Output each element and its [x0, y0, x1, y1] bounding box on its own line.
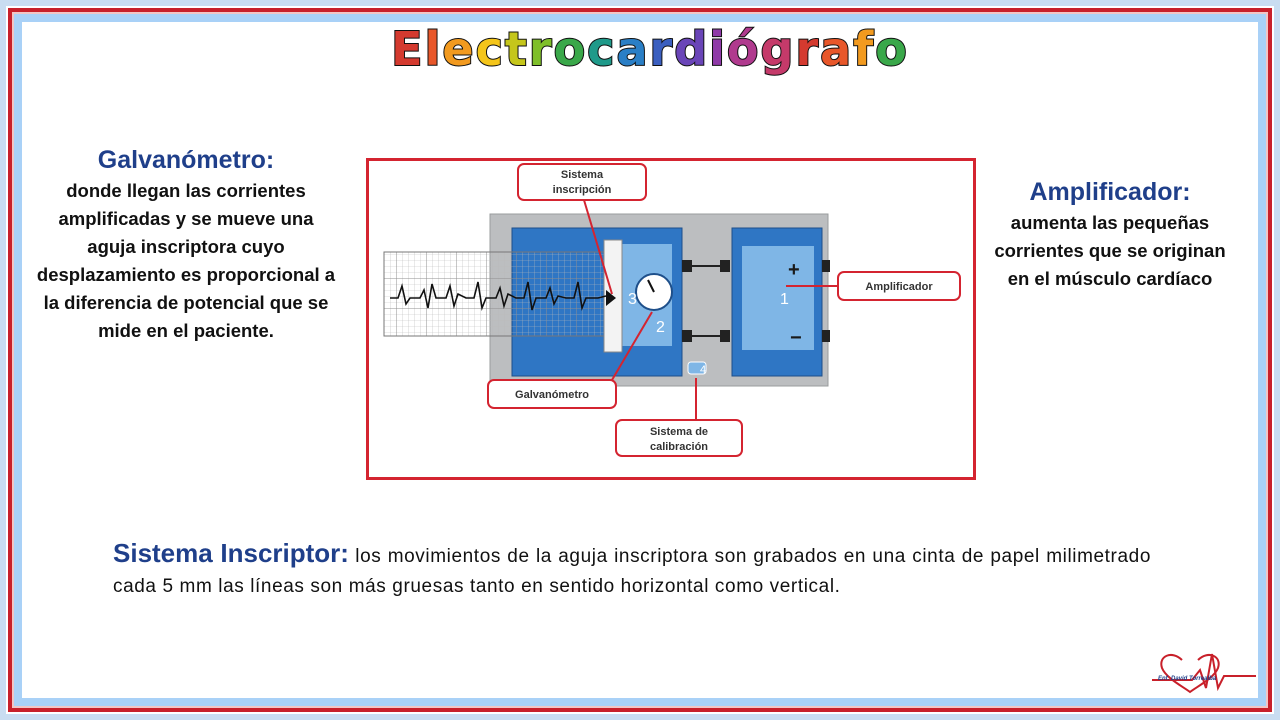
title-letter: o: [553, 21, 588, 77]
sistema-inscriptor-section: Sistema Inscriptor: los movimientos de l…: [113, 538, 1151, 602]
heart-icon: [1160, 653, 1220, 694]
title-letter: E: [390, 21, 425, 77]
title-letter: g: [760, 21, 796, 77]
ecg-trace: [390, 281, 607, 312]
arrow-inscripcion: [583, 199, 613, 295]
connector-bottom-left: [682, 330, 692, 342]
title-letter: d: [673, 21, 710, 77]
connector-top-left: [682, 260, 692, 272]
sistema-inscriptor-body: los movimientos de la aguja inscriptora …: [113, 546, 1151, 597]
calibration-icon: [687, 361, 707, 375]
label-num-2: 2: [656, 319, 665, 336]
arrow-galvanometro: [611, 311, 653, 381]
callout-inscripcion-line1: Sistema: [561, 169, 604, 181]
inscriber-needle: [606, 290, 616, 306]
callout-galvanometro: [487, 379, 617, 409]
label-num-4: 4: [700, 364, 706, 376]
amplificador-section: Amplificador: aumenta las pequeñas corri…: [990, 178, 1230, 293]
callout-galvanometro-text: Galvanómetro: [515, 389, 589, 401]
label-minus: −: [790, 327, 802, 349]
callout-amplificador-text: Amplificador: [865, 281, 933, 293]
title-letter: r: [794, 21, 821, 77]
connector-amp-bottom: [822, 330, 830, 342]
connector-amp-top: [822, 260, 830, 272]
dial-needle: [647, 279, 655, 293]
callout-calibracion-line2: calibración: [650, 441, 708, 453]
callout-inscripcion-line2: inscripción: [553, 184, 612, 196]
label-num-3: 3: [628, 291, 637, 308]
title-letter: c: [475, 21, 505, 77]
title-letter: r: [649, 21, 675, 77]
galvanometro-heading: Galvanómetro:: [97, 146, 275, 174]
ecg-device-diagram: 3 2 + − 1 4 Sistema inscripción Amplific…: [366, 158, 976, 480]
title-letter: o: [874, 21, 909, 77]
inner-frame: [14, 14, 1266, 706]
title-letter: a: [615, 21, 650, 77]
page-title: Electrocardiógrafo: [370, 21, 930, 92]
callout-calibracion-line1: Sistema de: [650, 426, 708, 438]
connector-bottom-right: [720, 330, 730, 342]
title-letter: f: [852, 21, 876, 77]
author-logo: Enf. David Torrealba: [1152, 653, 1256, 694]
galvanometro-section: Galvanómetro: donde llegan las corriente…: [36, 146, 336, 345]
callout-calibracion: [615, 419, 743, 457]
ecg-wave-icon: [1152, 653, 1256, 692]
label-num-1: 1: [780, 291, 789, 308]
amplificador-heading: Amplificador:: [1029, 178, 1191, 206]
callout-inscripcion: [517, 163, 647, 201]
title-letter: ó: [726, 21, 761, 77]
connector-top-right: [720, 260, 730, 272]
amplificador-body: aumenta las pequeñas corrientes que se o…: [994, 212, 1226, 289]
red-frame: [8, 8, 1272, 712]
title-letter: c: [586, 21, 617, 77]
title-letter: l: [424, 21, 443, 77]
amplifier-panel: [742, 246, 814, 350]
title-letter: t: [504, 21, 529, 77]
galvanometro-body: donde llegan las corrientes amplificadas…: [36, 180, 336, 341]
title-letter: i: [708, 21, 727, 77]
sistema-inscriptor-heading: Sistema Inscriptor:: [113, 538, 349, 568]
title-letter: a: [819, 21, 854, 77]
logo-text: Enf. David Torrealba: [1158, 676, 1217, 682]
title-letter: r: [528, 21, 554, 77]
label-plus: +: [788, 259, 800, 281]
title-letter: e: [441, 21, 476, 77]
